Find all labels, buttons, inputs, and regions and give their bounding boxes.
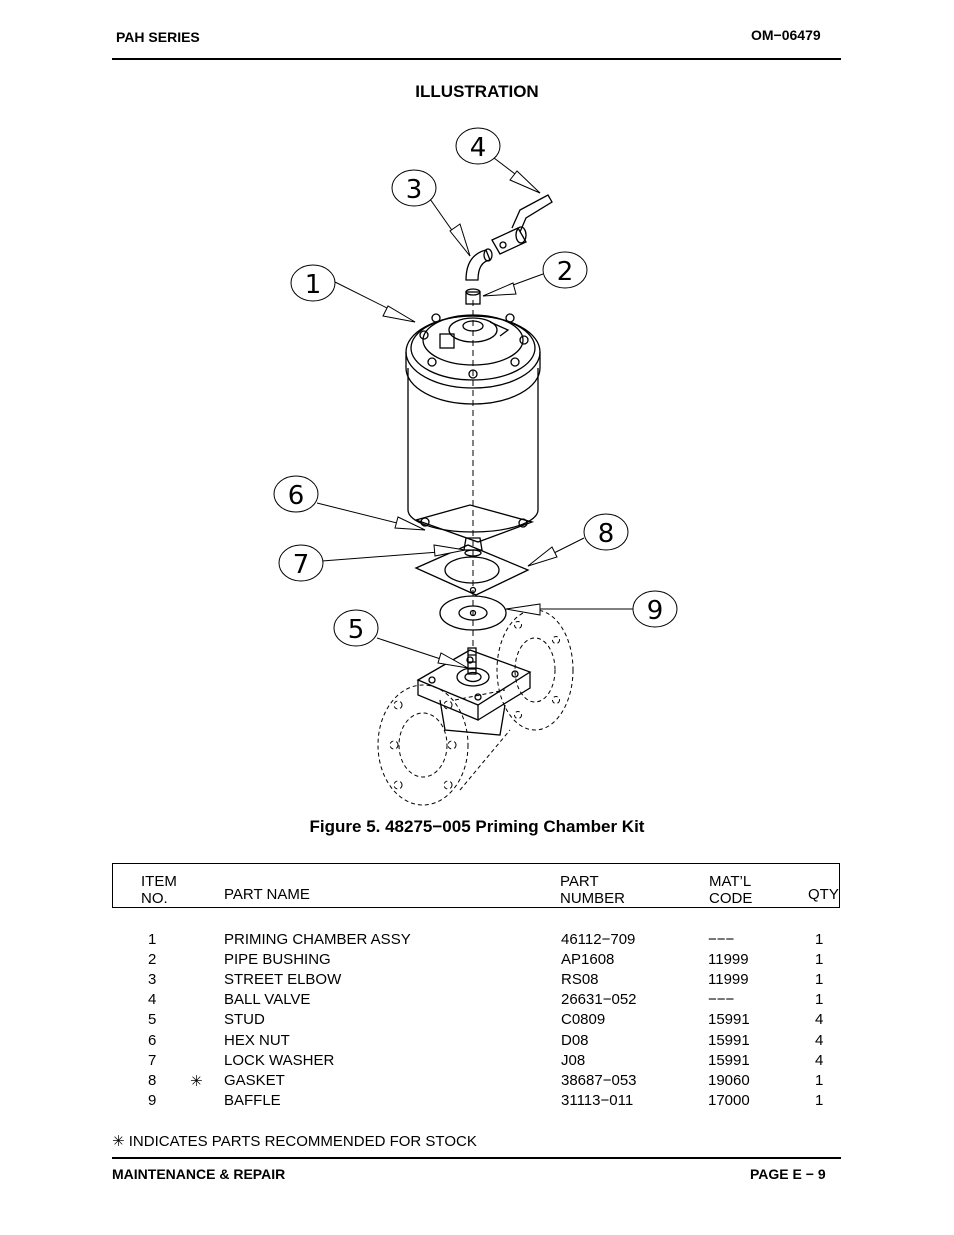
table-cell-part: AP1608	[561, 951, 615, 969]
table-row: 1 PRIMING CHAMBER ASSY 46112−709 −−− 1	[0, 931, 954, 951]
table-cell-mat: 17000	[708, 1091, 750, 1109]
callout-8	[527, 513, 629, 567]
section-title: ILLUSTRATION	[415, 82, 539, 101]
table-cell-qty: 1	[815, 971, 824, 989]
table-cell-name: GASKET	[224, 1071, 285, 1089]
footer-page-number: PAGE E − 9	[750, 1166, 826, 1182]
table-cell-qty: 1	[815, 991, 824, 1009]
table-row: 4 BALL VALVE 26631−052 −−− 1	[0, 991, 954, 1011]
table-cell-qty: 4	[815, 1031, 824, 1049]
table-cell-part: 46112−709	[561, 931, 636, 948]
table-cell-item: 3	[148, 971, 157, 989]
table-cell-mat: −−−	[708, 991, 735, 1009]
footer-rule	[112, 1157, 841, 1159]
priming-chamber-illustration: 1 2 3 4 5 6 7 8 9	[273, 127, 678, 806]
mounting-pad	[416, 649, 532, 736]
chamber-bottom-flange	[413, 504, 535, 557]
table-cell-name: HEX NUT	[224, 1031, 290, 1049]
stud	[467, 647, 477, 675]
street-elbow	[465, 248, 493, 281]
footer-section: MAINTENANCE & REPAIR	[112, 1166, 286, 1182]
table-cell-part: D08	[561, 1031, 589, 1049]
table-cell-name: STREET ELBOW	[224, 971, 342, 989]
callout-2-label: 2	[557, 257, 574, 287]
table-cell-stock: ✳	[190, 1072, 203, 1090]
table-cell-qty: 4	[815, 1011, 824, 1029]
callout-3	[391, 169, 471, 257]
figure-caption: Figure 5. 48275−005 Priming Chamber Kit	[309, 817, 645, 836]
callout-4-label: 4	[470, 133, 487, 163]
callout-5	[333, 609, 469, 669]
table-cell-item: 2	[148, 951, 157, 969]
table-cell-item: 1	[148, 931, 157, 948]
chamber-cylinder	[405, 313, 541, 533]
pump-body-outline	[377, 609, 574, 806]
table-cell-mat: 15991	[708, 1031, 750, 1049]
header-rule	[112, 58, 841, 60]
table-cell-qty: 1	[815, 1071, 824, 1089]
table-cell-name: PRIMING CHAMBER ASSY	[224, 931, 411, 948]
header-part-name: PART NAME	[224, 886, 310, 903]
callout-2	[482, 251, 588, 297]
table-cell-mat: 11999	[708, 971, 749, 989]
table-row: 9 BAFFLE 31113−011 17000 1	[0, 1092, 954, 1112]
callout-6	[273, 475, 426, 531]
table-cell-part: J08	[561, 1051, 586, 1069]
table-row: 7 LOCK WASHER J08 15991 4	[0, 1052, 954, 1072]
header-doc-number: OM−06479	[751, 27, 821, 43]
table-cell-part: 38687−053	[561, 1071, 637, 1089]
table-row: 3 STREET ELBOW RS08 11999 1	[0, 971, 954, 991]
table-cell-part: 31113−011	[561, 1091, 634, 1109]
table-cell-name: BALL VALVE	[224, 991, 311, 1009]
table-row: 2 PIPE BUSHING AP1608 11999 1	[0, 951, 954, 971]
table-cell-name: STUD	[224, 1011, 265, 1029]
table-cell-qty: 1	[815, 931, 824, 948]
table-row: 5 STUD C0809 15991 4	[0, 1011, 954, 1031]
table-cell-part: C0809	[561, 1011, 606, 1029]
pipe-bushing	[465, 288, 481, 305]
callout-5-label: 5	[348, 615, 365, 645]
table-cell-qty: 1	[815, 951, 824, 969]
callout-7-label: 7	[293, 550, 310, 580]
table-cell-item: 9	[148, 1091, 157, 1109]
table-cell-mat: 11999	[708, 951, 749, 969]
table-cell-item: 6	[148, 1031, 157, 1049]
ball-valve	[491, 194, 553, 255]
callout-1-label: 1	[305, 270, 322, 300]
stock-footnote: ✳ INDICATES PARTS RECOMMENDED FOR STOCK	[112, 1133, 477, 1150]
table-cell-name: LOCK WASHER	[224, 1051, 335, 1069]
callout-8-label: 8	[598, 519, 615, 549]
callout-4	[455, 127, 541, 194]
table-cell-item: 8	[148, 1071, 157, 1089]
table-cell-qty: 1	[815, 1091, 824, 1109]
parts-table-header-box	[112, 863, 840, 908]
table-cell-mat: −−−	[708, 931, 735, 948]
table-cell-item: 7	[148, 1051, 157, 1069]
table-cell-item: 4	[148, 991, 157, 1009]
callout-6-label: 6	[288, 481, 305, 511]
table-row: 8 ✳ GASKET 38687−053 19060 1	[0, 1072, 954, 1092]
callout-7	[278, 544, 466, 582]
callout-3-label: 3	[406, 175, 423, 205]
header-series: PAH SERIES	[116, 29, 200, 45]
table-cell-qty: 4	[815, 1051, 824, 1069]
table-cell-name: BAFFLE	[224, 1091, 281, 1109]
table-cell-part: 26631−052	[561, 991, 637, 1009]
table-cell-name: PIPE BUSHING	[224, 951, 331, 969]
callout-1	[290, 264, 416, 323]
table-cell-part: RS08	[561, 971, 599, 989]
table-cell-item: 5	[148, 1011, 157, 1029]
table-cell-mat: 15991	[708, 1051, 750, 1069]
header-qty: QTY	[808, 886, 839, 903]
callout-9	[505, 590, 678, 628]
table-cell-mat: 19060	[708, 1071, 750, 1089]
table-row: 6 HEX NUT D08 15991 4	[0, 1032, 954, 1052]
callout-9-label: 9	[647, 596, 664, 626]
table-cell-mat: 15991	[708, 1011, 750, 1029]
